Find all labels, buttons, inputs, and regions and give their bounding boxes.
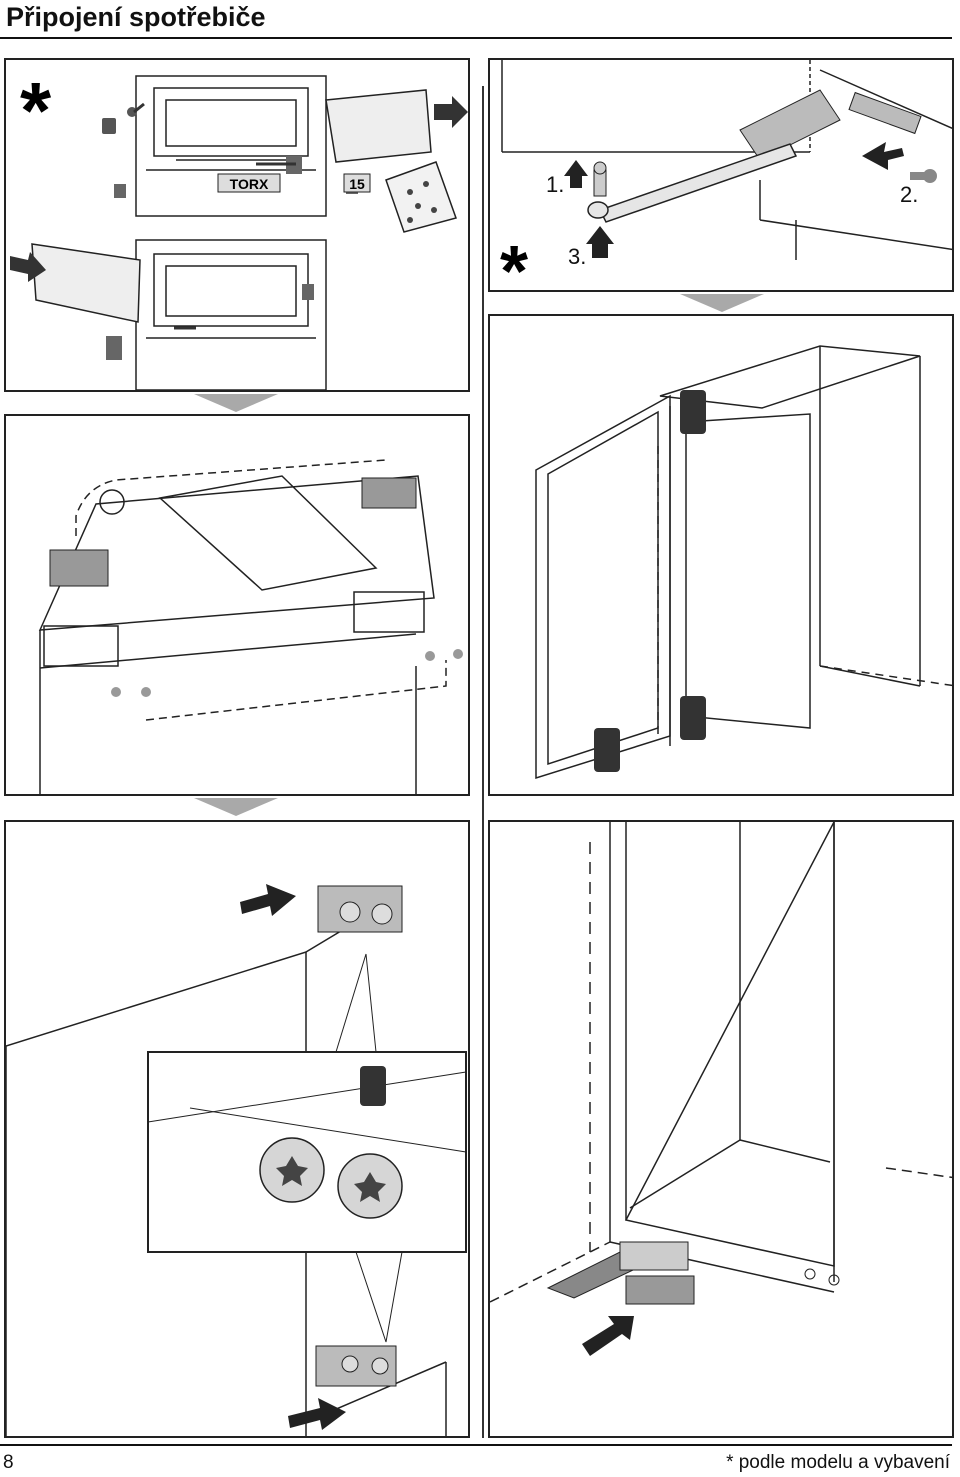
lower-appliance-top [135,239,327,390]
arrow-left-icon [862,142,904,170]
arrow-right-icon [288,1398,346,1430]
dashed-path [75,459,447,721]
bracket-icon [106,284,314,360]
svg-text:15: 15 [349,176,365,192]
column-divider [482,86,484,1438]
down-arrow-icon [194,394,278,412]
cover-plate-icon [625,1275,695,1305]
page-number: 8 [3,1452,14,1473]
arrow-right-icon [10,252,46,282]
step-3: 3. [568,244,586,269]
svg-text:TORX: TORX [230,176,269,192]
door-panel [535,394,671,780]
screw-icon [102,102,145,134]
cabinet-body [609,822,835,1293]
damper-rod [587,143,798,223]
panel-door-mount [488,314,954,796]
arrow-right-icon [240,884,296,916]
header-rule [0,37,952,39]
arrow-up-icon [564,160,588,188]
panel-cover-plate [488,820,954,1438]
parts-bag-icon [385,161,457,233]
panel-hinge-adjust [4,820,470,1438]
damper-illustration: 1. 2. 3. * [500,60,952,292]
step-1: 1. [546,172,564,197]
hinge-cover-left [31,243,141,323]
arrow-up-icon [586,226,614,258]
screw-icon [910,169,937,183]
optional-asterisk: * [20,66,52,155]
cover-plate-illustration [490,822,952,1356]
door-mount-illustration [535,345,952,780]
page-title: Připojení spotřebiče [6,2,266,32]
appliance-top [38,475,435,794]
bracket-relocation-illustration [38,459,463,794]
screwdriver-icon [594,390,706,772]
cover-removal-illustration: * TORX 15 [10,66,468,390]
bracket-icon [49,477,417,587]
torx-label: TORX 15 [217,173,371,193]
footnote: * podle modelu a vybavení [726,1452,950,1473]
upper-appliance-top [135,75,327,217]
panel-relocate-brackets [4,414,470,796]
footer-rule [0,1444,952,1446]
step-2: 2. [900,182,918,207]
screw-icon [111,649,463,697]
zoom-inset [147,953,467,1343]
hinge-adjust-illustration [6,884,467,1436]
hinge-bracket-icon [315,885,403,1387]
screwdriver-icon [360,1066,386,1106]
hinge-cover-right [325,89,432,163]
arrow-right-icon [434,96,468,128]
down-arrow-icon [680,294,764,312]
hinge-bracket-icon [739,89,922,161]
panel-hinge-damper: 1. 2. 3. * [488,58,954,292]
panel-remove-cover: * TORX 15 [4,58,470,392]
down-arrow-icon [194,798,278,816]
arrow-up-right-icon [582,1316,634,1356]
top-cover [99,475,378,591]
optional-asterisk: * [500,232,528,292]
hinge-bracket-icon [546,1241,689,1299]
pin-icon [593,161,607,197]
